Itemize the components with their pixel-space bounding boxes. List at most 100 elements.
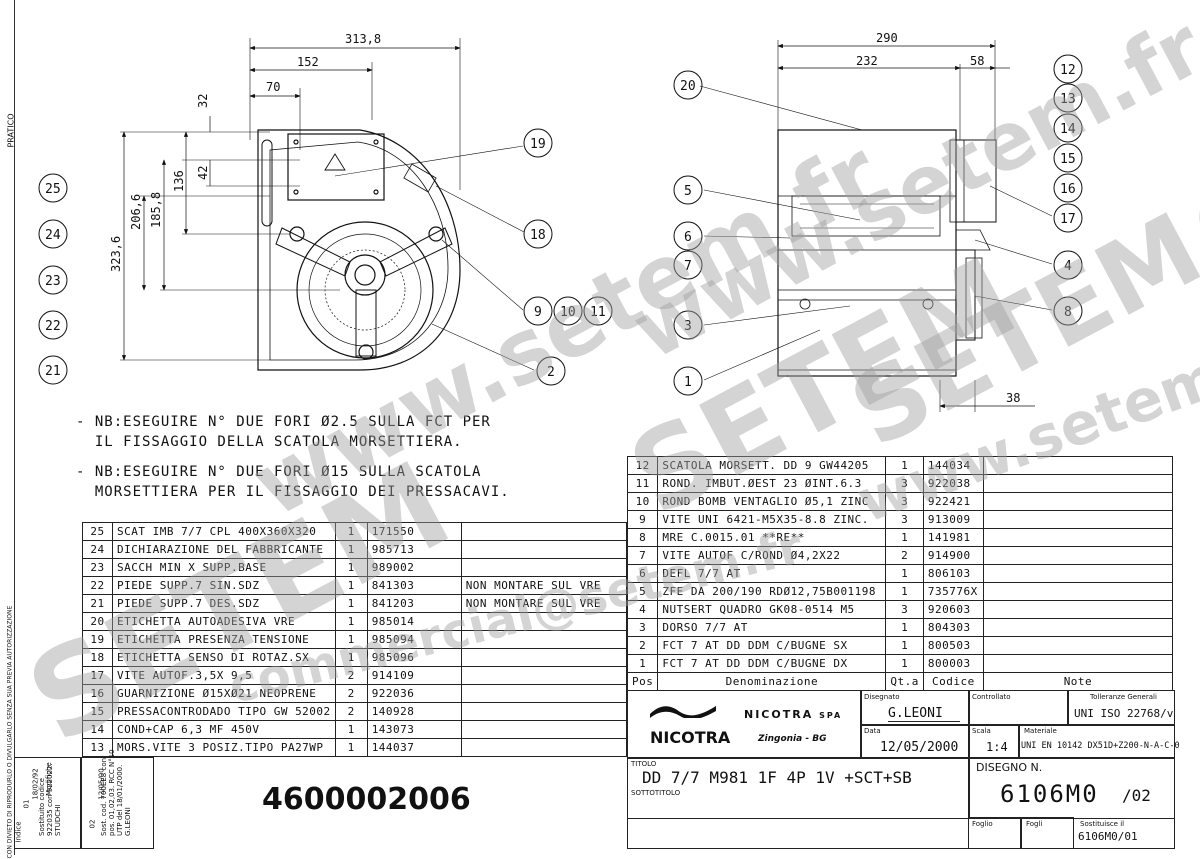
bom-right-cell-qty: 1 [885,636,924,655]
bom-right-cell-pos: 6 [626,564,659,583]
dim-290: 290 [876,31,898,45]
bom-left-cell-desc: ETICHETTA AUTOADESIVA VRE [112,612,336,631]
side-view [699,40,1053,412]
dim-313-8: 313,8 [345,32,381,46]
bom-left-cell-pos: 18 [82,648,113,667]
bom-left-cell-desc: SACCH MIN X SUPP.BASE [112,558,336,577]
bom-right-cell-note [982,528,1174,547]
bom-right-cell-desc: ROND. IMBUT.ØEST 23 ØINT.6.3 [657,474,887,493]
bom-left-cell-desc: PRESSACONTRODADO TIPO GW 52002 [112,702,336,721]
indice-label: Indice [14,821,23,843]
side-callouts: 20 5 6 7 3 1 12 13 14 15 16 17 4 8 [673,54,1083,396]
bom-left-cell-code: 144037 [366,738,462,757]
bom-left-cell-note [460,720,628,739]
bom-left-cell-note [460,666,628,685]
bom-left-cell-pos: 17 [82,666,113,685]
bom-right-cell-qty: 1 [885,456,924,475]
bom-left-cell-code: 140928 [366,702,462,721]
bom-right-cell-desc: DORSO 7/7 AT [657,618,887,637]
rev1-index: 01 [22,799,31,809]
dim-38: 38 [1006,391,1020,405]
bom-left-cell-code: 985014 [366,612,462,631]
part-number: 4600002006 [262,782,471,817]
sottotitolo-label: SOTTOTITOLO [631,789,681,797]
bom-right-cell-qty: 3 [885,492,924,511]
sostituisce-label: Sostituisce il [1080,820,1125,828]
callout-8: 8 [1064,305,1072,320]
bom-left-cell-code: 841303 [366,576,462,595]
bom-left-cell-code: 922036 [366,684,462,703]
bom-right-cell-desc: VITE UNI 6421-M5X35-8.8 ZINC. [657,510,887,529]
bom-left-cell-note [460,612,628,631]
bom-header-desc: Denominazione [657,672,887,691]
callout-11: 11 [590,305,606,320]
bom-left-cell-note [460,630,628,649]
rev2-text: Sost. cod. 700EE8 con pos. 01,02,03. RCC… [100,749,132,836]
scala-label: Scala [972,727,991,735]
bom-right-cell-qty: 3 [885,600,924,619]
bom-right-cell-desc: NUTSERT QUADRO GK08-0514 M5 [657,600,887,619]
bom-left-cell-qty: 1 [334,594,368,613]
bom-right-cell-qty: 3 [885,510,924,529]
bom-left-cell-desc: SCAT IMB 7/7 CPL 400X360X320 [112,522,336,541]
callout-5: 5 [684,184,692,199]
bom-left-cell-pos: 19 [82,630,113,649]
bom-right-cell-code: 800003 [922,654,984,673]
bom-left-cell-pos: 22 [82,576,113,595]
bom-right-cell-code: 141981 [922,528,984,547]
bom-right-cell-note [982,600,1174,619]
callout-2: 2 [547,365,555,380]
bom-left-cell-desc: COND+CAP 6,3 MF 450V [112,720,336,739]
bom-right-cell-pos: 12 [626,456,659,475]
bom-left-cell-note [460,522,628,541]
bom-right-cell-pos: 1 [626,654,659,673]
revision-value: /02 [1122,786,1151,805]
dim-136: 136 [172,170,186,192]
bom-right-cell-code: 800503 [922,636,984,655]
disegno-label: DISEGNO N. [976,761,1043,774]
bom-right-cell-code: 914900 [922,546,984,565]
note-line-3: - NB:ESEGUIRE N° DUE FORI Ø15 SULLA SCAT… [76,464,482,480]
callout-9: 9 [534,305,542,320]
dim-58: 58 [970,54,984,68]
bom-right-cell-pos: 7 [626,546,659,565]
bom-right-cell-pos: 11 [626,474,659,493]
bom-right-cell-pos: 10 [626,492,659,511]
callout-1: 1 [684,375,692,390]
bom-left-cell-note: NON MONTARE SUL VRE [460,594,628,613]
bom-left-cell-pos: 15 [82,702,113,721]
disegno-value: 6106M0 [1000,780,1099,808]
bom-right-cell-code: 806103 [922,564,984,583]
callout-23: 23 [45,274,61,289]
controllato-label: Controllato [972,693,1011,701]
company-location: Zingonia - BG [758,734,827,744]
bom-left-cell-pos: 24 [82,540,113,559]
titolo-value: DD 7/7 M981 1F 4P 1V +SCT+SB [642,768,912,787]
bom-left-cell-pos: 25 [82,522,113,541]
bom-left-cell-desc: DICHIARAZIONE DEL FABBRICANTE [112,540,336,559]
callout-4: 4 [1064,259,1072,274]
nicotra-logo [648,702,718,720]
bom-right-cell-qty: 1 [885,618,924,637]
bom-right-cell-note [982,564,1174,583]
bom-right-cell-code: 920603 [922,600,984,619]
bom-header-pos: Pos [626,672,659,691]
company-name: NICOTRA SPA [744,708,843,721]
bom-right-cell-qty: 2 [885,546,924,565]
callout-12: 12 [1060,63,1076,78]
callout-20: 20 [680,79,696,94]
bom-left-cell-qty: 1 [334,558,368,577]
front-callouts: 25 24 23 22 21 19 18 9 10 11 2 [38,128,613,386]
tolleranze-label: Tolleranze Generali [1090,693,1157,701]
